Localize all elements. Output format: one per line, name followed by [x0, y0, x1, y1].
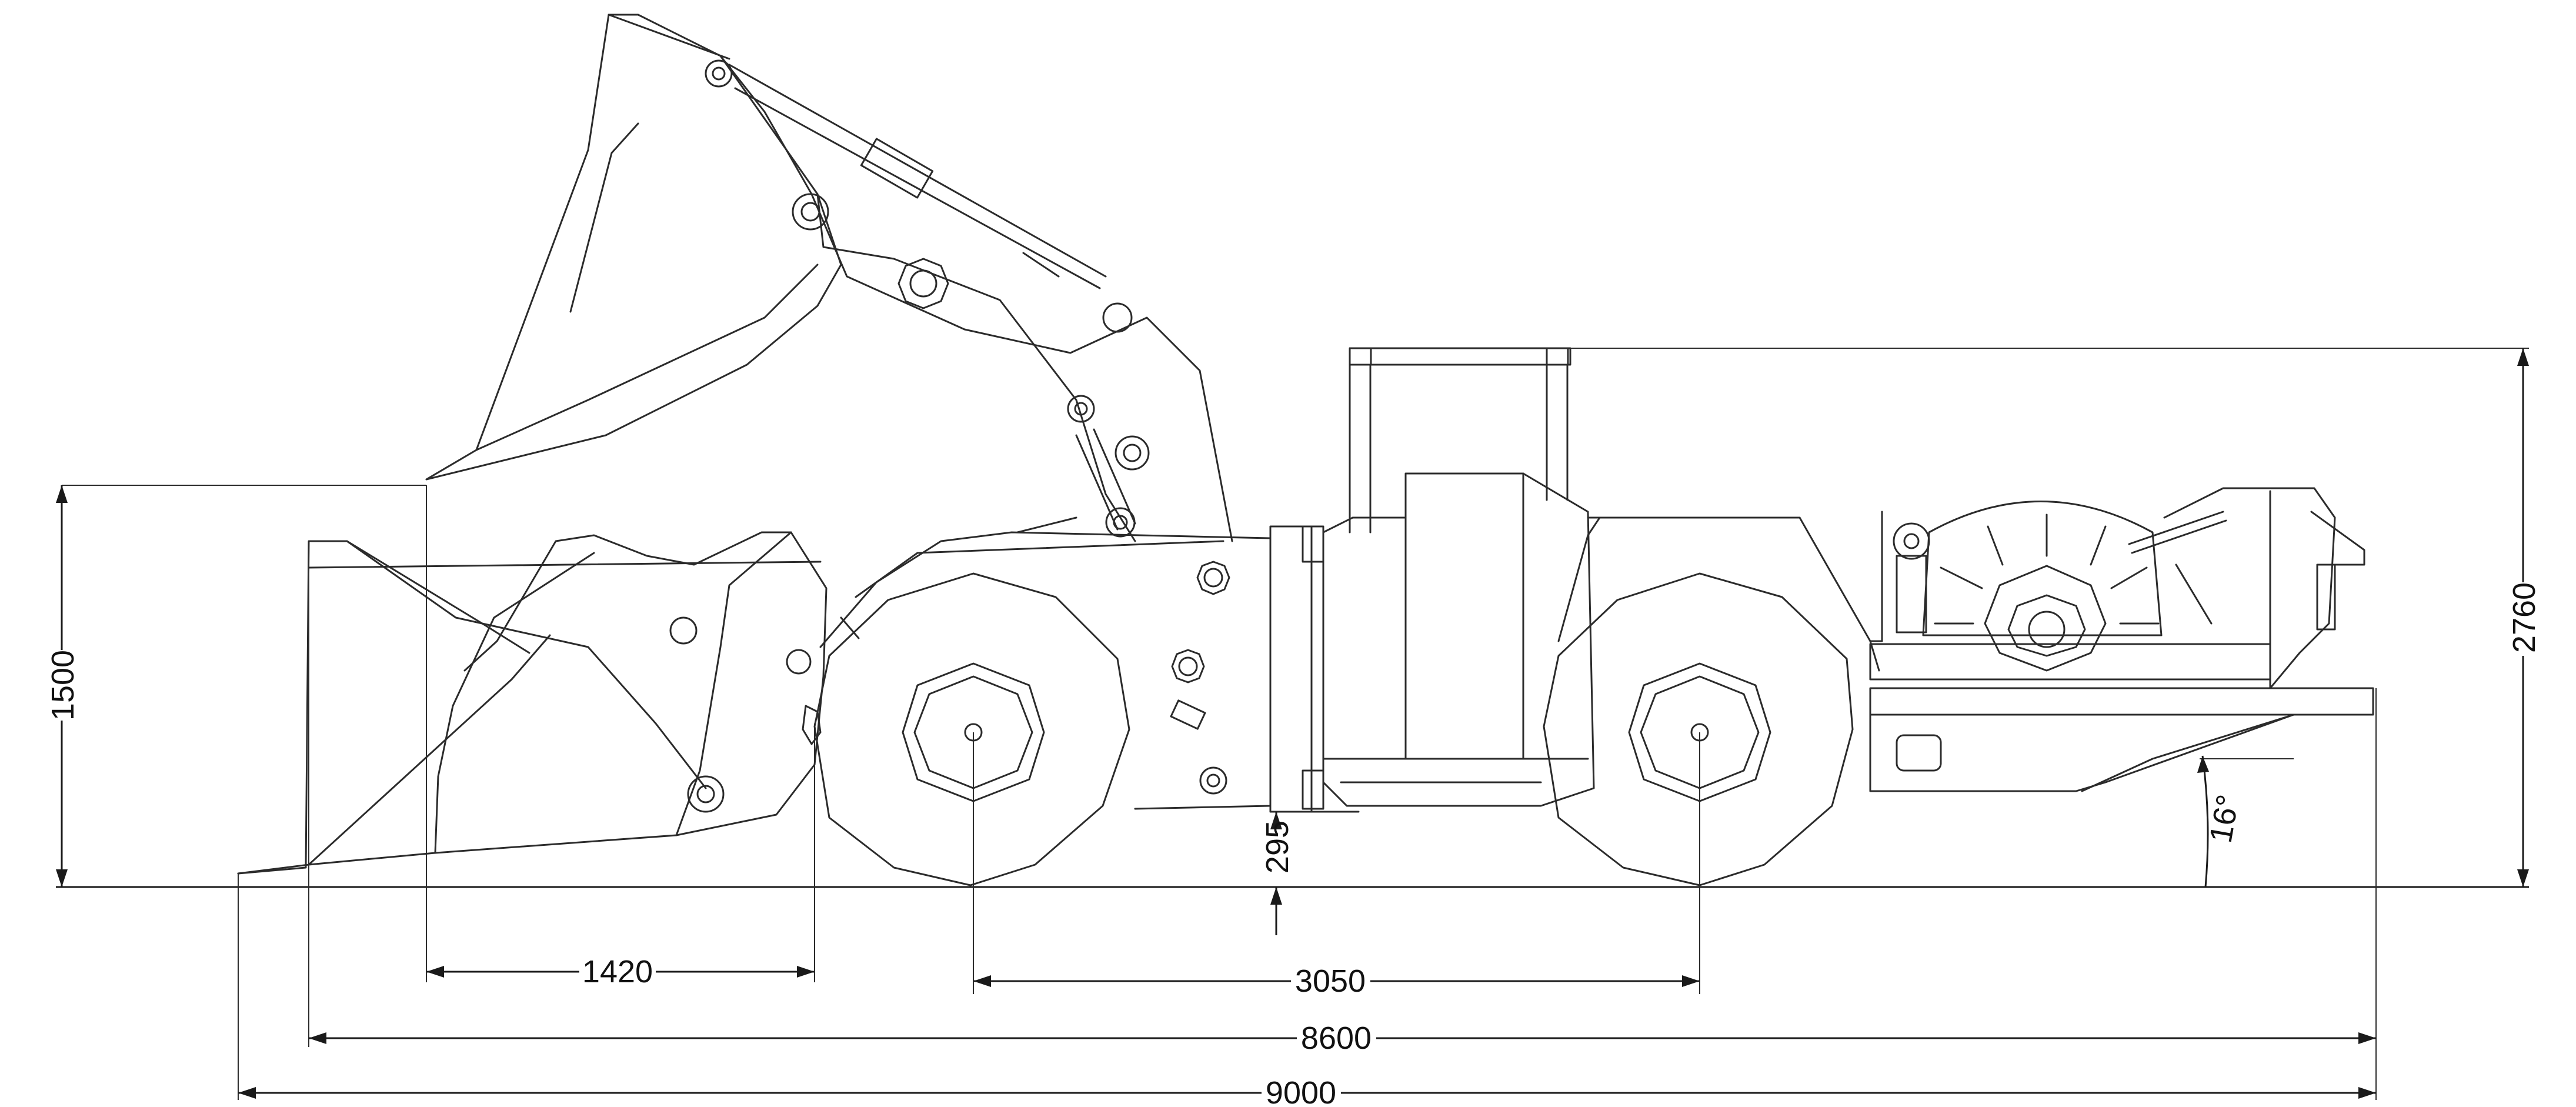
dimension-label-9000: 9000 — [1266, 1075, 1336, 1107]
dimension-label-295: 295 — [1260, 821, 1295, 873]
dimension-2760: 2760 — [2507, 348, 2542, 887]
lowered-bucket-pin-icons — [669, 616, 822, 813]
dimension-label-3050: 3050 — [1295, 963, 1366, 999]
dimension-label-2760: 2760 — [2507, 582, 2542, 653]
extension-lines — [62, 348, 2529, 1100]
raised-boom-arm — [719, 55, 1233, 542]
boom-pin-icons — [705, 59, 1150, 538]
lowered-bucket — [237, 531, 827, 875]
dimension-3050: 3050 — [973, 962, 1700, 999]
dimension-9000: 9000 — [238, 1074, 2376, 1107]
dimension-8600: 8600 — [309, 1019, 2376, 1056]
cable-reel — [1893, 501, 2227, 672]
front-wheel — [813, 572, 1130, 886]
raised-bucket — [425, 14, 842, 481]
dimension-label-1500: 1500 — [45, 650, 81, 721]
dimension-label-8600: 8600 — [1301, 1021, 1372, 1056]
articulation-joint — [1269, 525, 1360, 813]
dimension-1500: 1500 — [45, 485, 81, 887]
engine-housing — [1322, 472, 1595, 807]
dimension-295: 295 — [1260, 812, 1295, 935]
dimension-1420: 1420 — [426, 953, 815, 989]
dimension-16-degrees: 16° — [2197, 755, 2246, 888]
dimension-label-16-degrees: 16° — [2203, 792, 2246, 845]
rear-frame — [1557, 487, 2374, 792]
dimension-label-1420: 1420 — [582, 954, 653, 989]
chassis-bolt-icons — [1171, 561, 1230, 795]
operator-canopy — [1349, 347, 1571, 534]
